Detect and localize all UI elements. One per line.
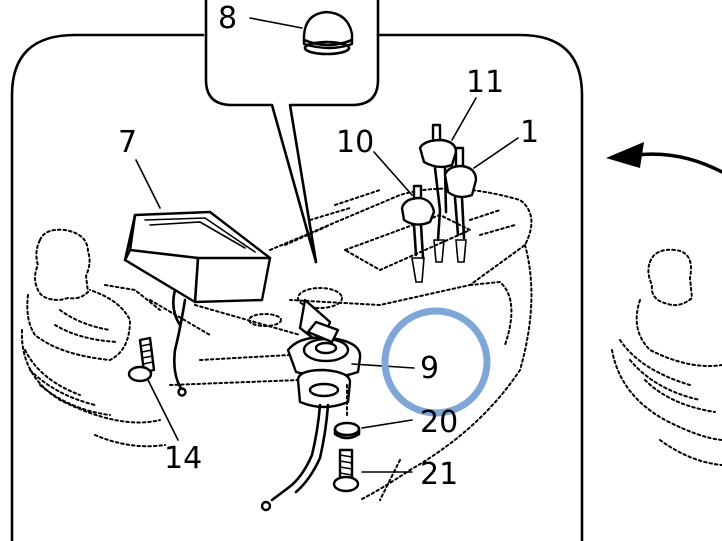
- part-11-switch: [418, 123, 458, 242]
- leader-8: [249, 17, 303, 29]
- callout-8-balloon: [204, 0, 380, 264]
- part-1-switch: [443, 146, 478, 263]
- part-8-cap: [302, 10, 354, 56]
- part-21-screw: [332, 448, 360, 493]
- callout-9: 9: [420, 351, 439, 386]
- panel-frame: [10, 33, 584, 541]
- part-7-display-box: [123, 210, 272, 397]
- leader-14: [147, 379, 179, 441]
- callout-21: 21: [420, 457, 458, 492]
- leader-20: [361, 419, 413, 429]
- callout-7: 7: [118, 125, 137, 160]
- leader-1: [473, 137, 519, 169]
- callout-20: 20: [420, 405, 458, 440]
- callout-10: 10: [336, 125, 374, 160]
- part-14-bolt: [127, 336, 156, 383]
- part-20-washer: [333, 384, 361, 440]
- right-joystick: [611, 248, 722, 466]
- callout-1: 1: [520, 115, 539, 150]
- console-outline: [104, 187, 533, 501]
- leader-11: [451, 97, 477, 141]
- part-10-switch: [400, 184, 445, 283]
- left-joystick: [20, 228, 166, 448]
- callout-11: 11: [466, 65, 504, 100]
- leader-10: [373, 151, 413, 196]
- callout-8: 8: [218, 1, 237, 36]
- leader-7: [135, 159, 161, 209]
- direction-arrow: [606, 142, 722, 174]
- highlight-circle: [381, 307, 491, 417]
- callout-14: 14: [164, 441, 202, 476]
- part-9-switch: [260, 298, 362, 512]
